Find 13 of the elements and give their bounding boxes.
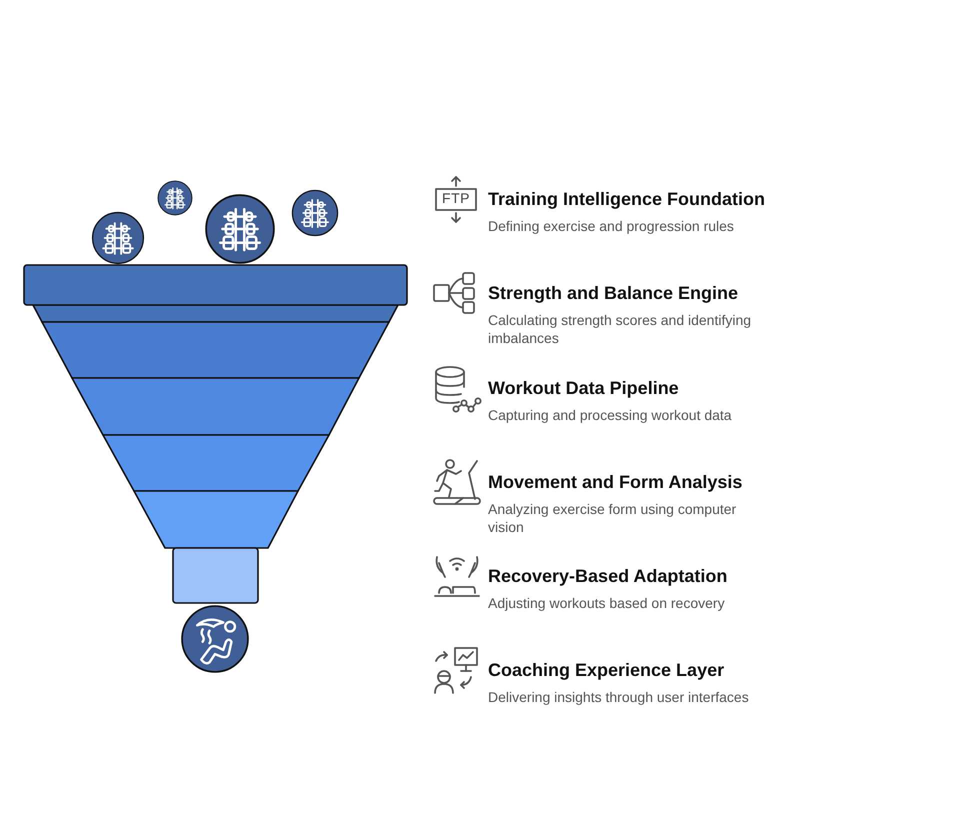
- step-title: Strength and Balance Engine: [488, 282, 738, 304]
- step-description: Calculating strength scores and identifying imbalances: [488, 311, 752, 347]
- step-description: Adjusting workouts based on recovery: [488, 594, 726, 612]
- step-title: Workout Data Pipeline: [488, 377, 679, 399]
- step-description: Defining exercise and progression rules: [488, 217, 735, 235]
- icon-text: FTP: [441, 189, 471, 207]
- step-description: Delivering insights through user interfaces: [488, 688, 750, 706]
- step-title: Coaching Experience Layer: [488, 659, 724, 681]
- step-description: Capturing and processing workout data: [488, 406, 733, 424]
- step-title: Movement and Form Analysis: [488, 471, 742, 493]
- step-description: Analyzing exercise form using computer vision: [488, 500, 738, 536]
- step-title: Recovery-Based Adaptation: [488, 565, 728, 587]
- step-title: Training Intelligence Foundation: [488, 188, 766, 210]
